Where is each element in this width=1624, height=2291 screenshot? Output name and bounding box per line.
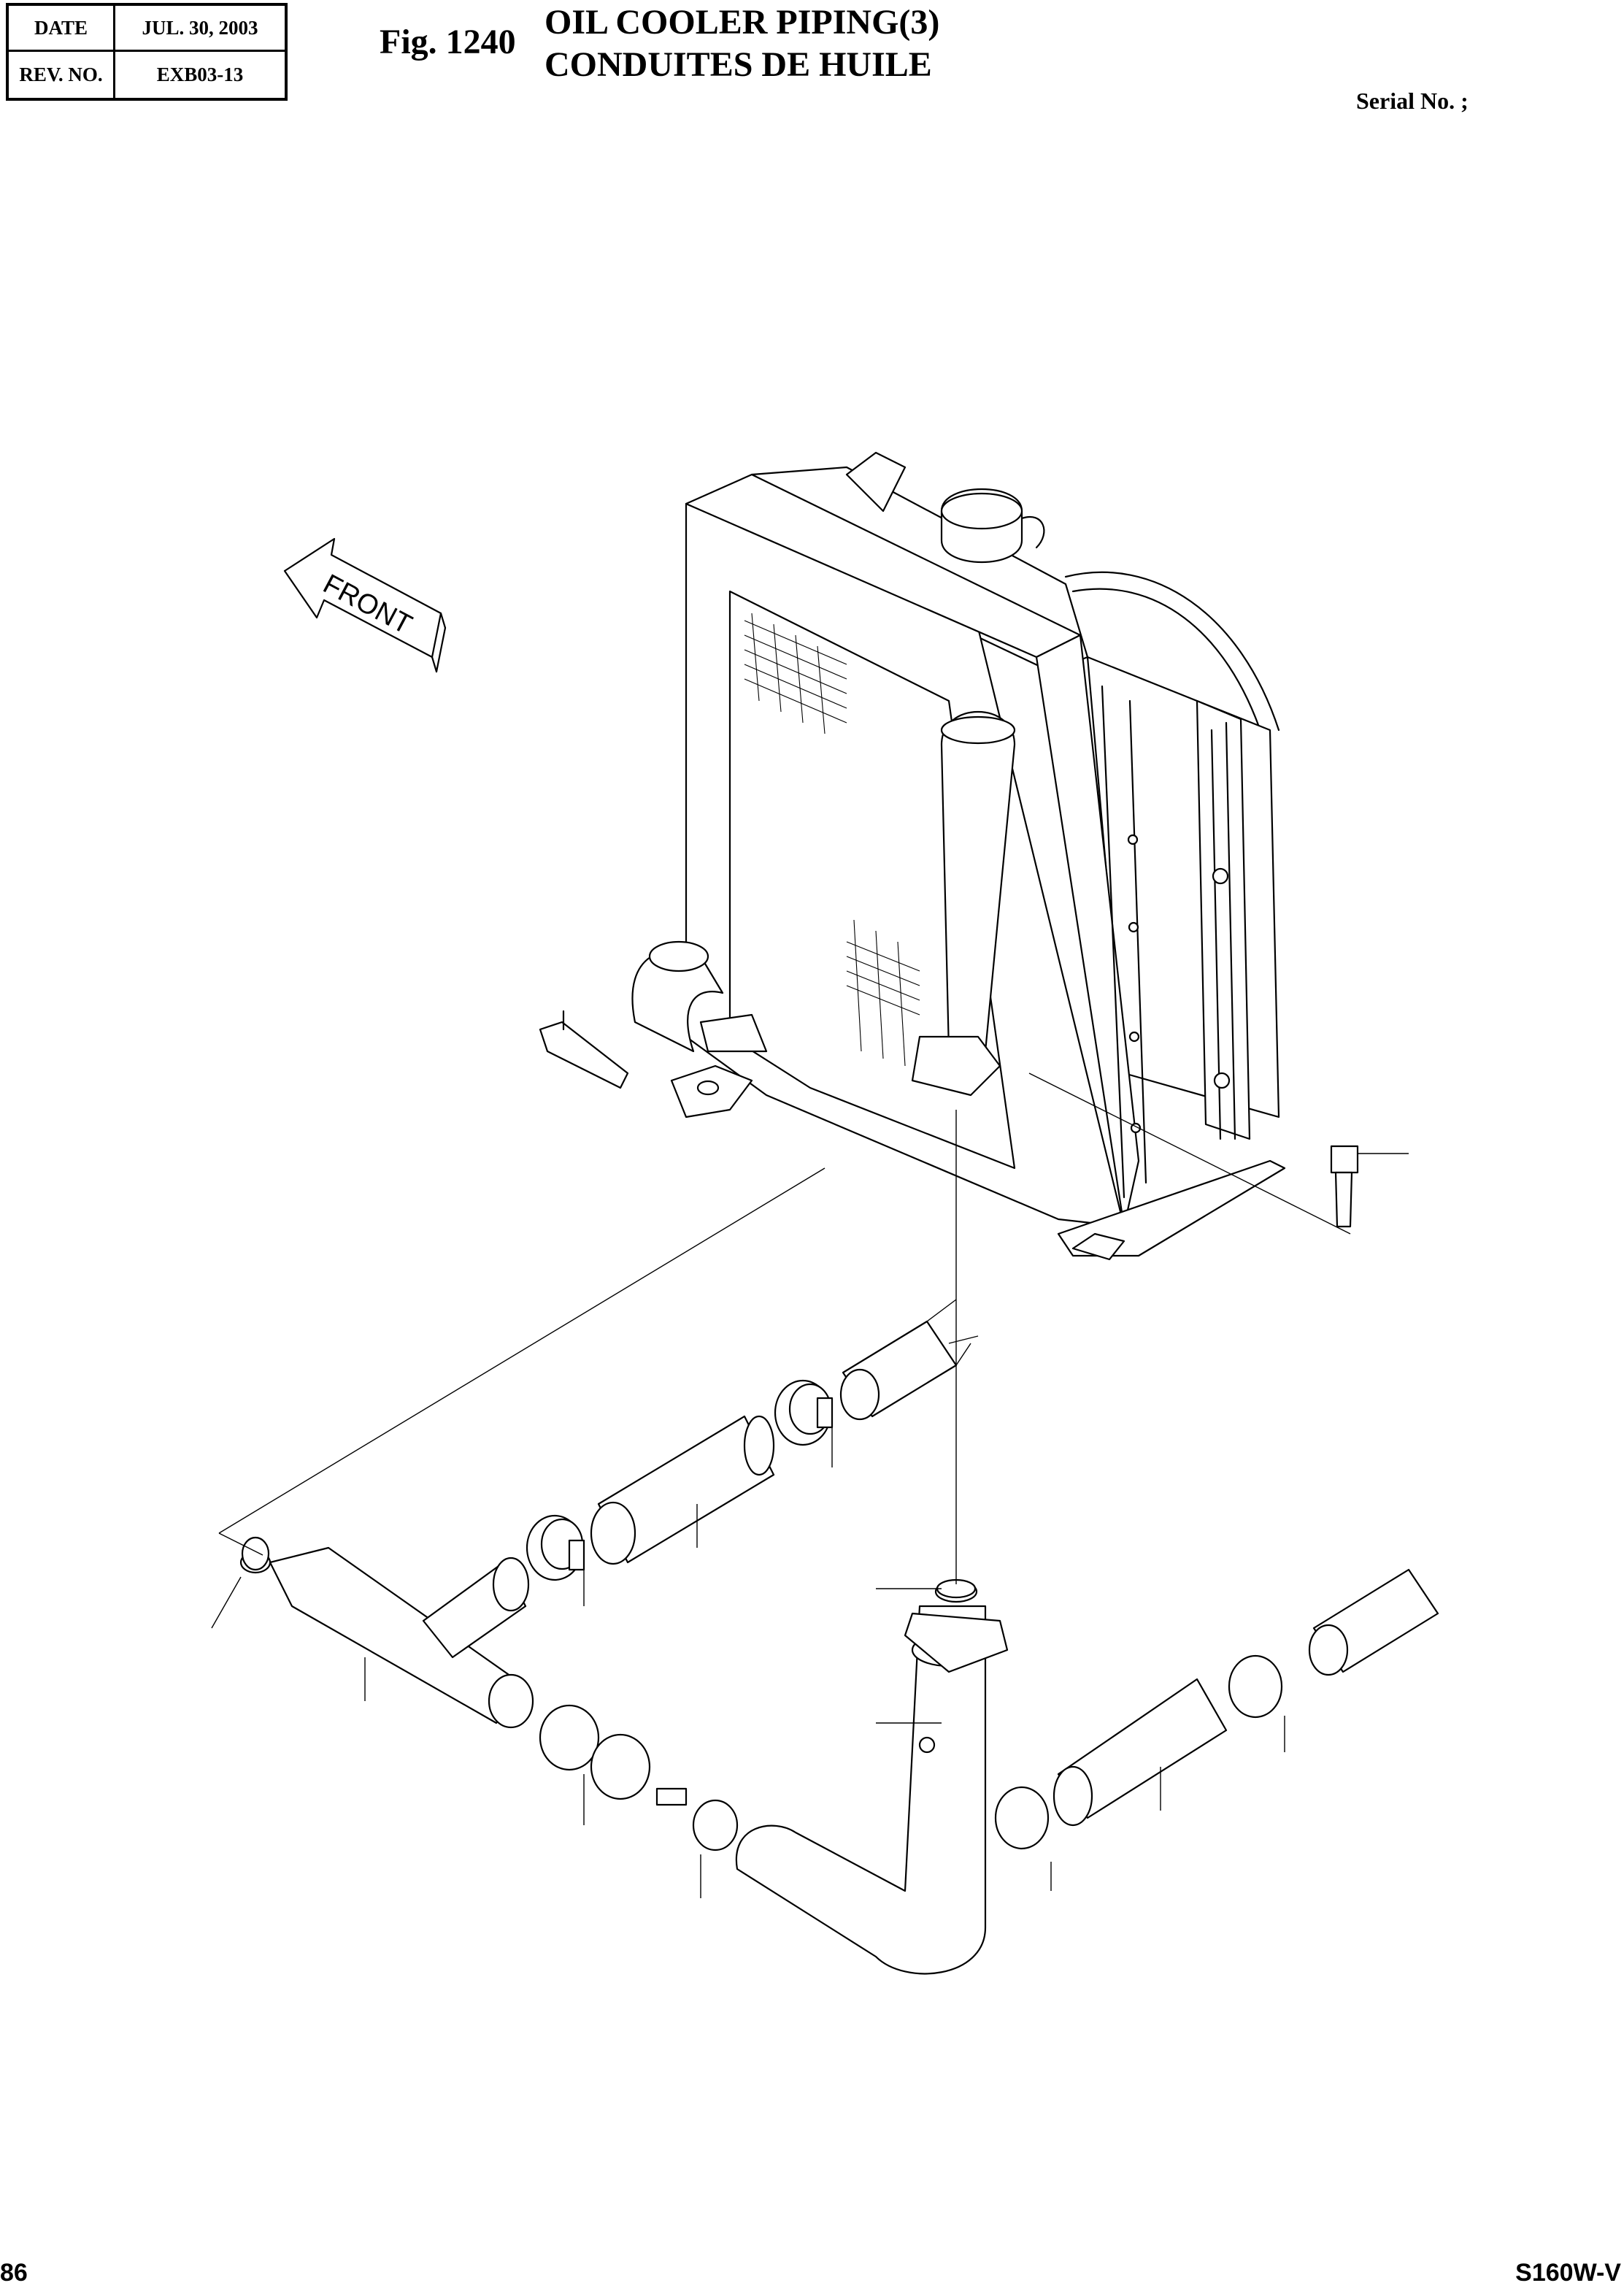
page-number: 86 <box>0 2259 28 2287</box>
serial-number-label: Serial No. ; <box>1356 88 1469 114</box>
figure-title: OIL COOLER PIPING(3) CONDUITES DE HUILE <box>544 1 939 86</box>
rev-value: EXB03-13 <box>156 64 244 85</box>
piping-parts <box>241 1300 1438 1973</box>
title-english: OIL COOLER PIPING(3) <box>544 3 940 42</box>
rev-label: REV. NO. <box>9 52 115 98</box>
model-number: S160W-V <box>1515 2259 1621 2287</box>
front-arrow-icon: FRONT <box>285 539 445 672</box>
hex-bolt-left-icon <box>540 1011 628 1088</box>
figure-number: Fig. 1240 <box>380 23 516 61</box>
leader-lines <box>212 1073 1350 1898</box>
date-value: JUL. 30, 2003 <box>115 6 285 52</box>
radiator-oil-cooler-assembly <box>632 453 1285 1259</box>
date-label: DATE <box>9 6 115 52</box>
socket-bolt-right-icon <box>1331 1146 1409 1227</box>
title-french: CONDUITES DE HUILE <box>544 45 932 84</box>
revision-info-table: DATE JUL. 30, 2003 REV. NO. EXB03-13 <box>6 3 288 101</box>
